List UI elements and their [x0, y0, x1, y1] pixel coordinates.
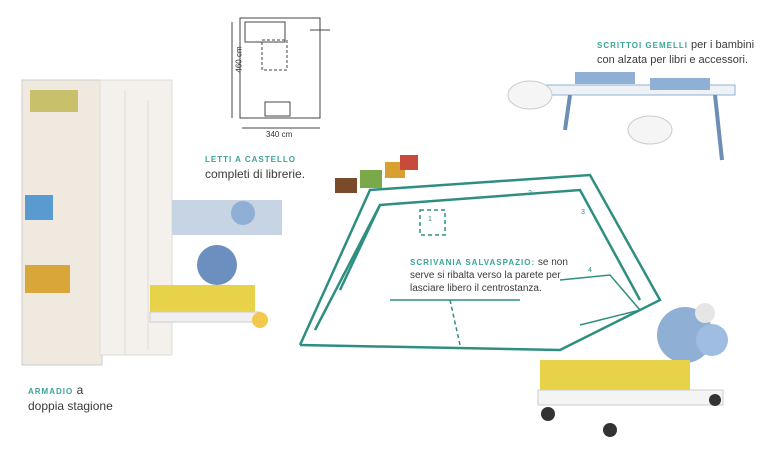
caption-letti-text: completi di librerie.	[205, 167, 306, 181]
marker-4: 4	[588, 267, 592, 274]
caption-scrivania: SCRIVANIA SALVASPAZIO: se non serve si r…	[410, 256, 568, 295]
marker-2: 2	[528, 190, 532, 197]
caption-scrittoi: SCRITTOI GEMELLI per i bambini con alzat…	[597, 38, 754, 67]
marker-1: 1	[428, 216, 432, 223]
caption-armadio: ARMADIO a doppia stagione	[28, 383, 113, 413]
floorplan-width-label: 340 cm	[266, 130, 293, 139]
caption-letti: LETTI A CASTELLO completi di librerie.	[205, 153, 305, 181]
caption-scrivania-text3: lasciare libero il centrostanza.	[410, 283, 542, 294]
twin-desks-illustration	[507, 72, 736, 161]
caption-scrivania-text2: serve si ribalta verso la parete per	[410, 270, 561, 281]
caption-armadio-text2: doppia stagione	[28, 399, 113, 413]
caption-scrivania-text1: se non	[537, 257, 568, 268]
caption-scrittoi-keyword: SCRITTOI GEMELLI	[597, 41, 688, 50]
marker-3: 3	[581, 209, 585, 216]
bunk-bed-illustration	[149, 200, 282, 328]
floorplan-sketch	[231, 17, 330, 129]
floorplan-height-label: 460 cm	[234, 46, 244, 73]
wardrobe-illustration	[21, 79, 173, 366]
toy-train-illustration	[335, 155, 418, 193]
caption-letti-keyword: LETTI A CASTELLO	[205, 155, 296, 164]
caption-scrivania-keyword: SCRIVANIA SALVASPAZIO:	[410, 258, 536, 267]
caption-armadio-keyword: ARMADIO	[28, 387, 74, 396]
room-plan-drawing	[298, 173, 662, 352]
caption-armadio-text1: a	[76, 383, 84, 397]
caption-scrittoi-text2: con alzata per libri e accessori.	[597, 54, 749, 66]
single-bed-illustration	[537, 303, 728, 437]
caption-scrittoi-text1: per i bambini	[691, 39, 755, 51]
